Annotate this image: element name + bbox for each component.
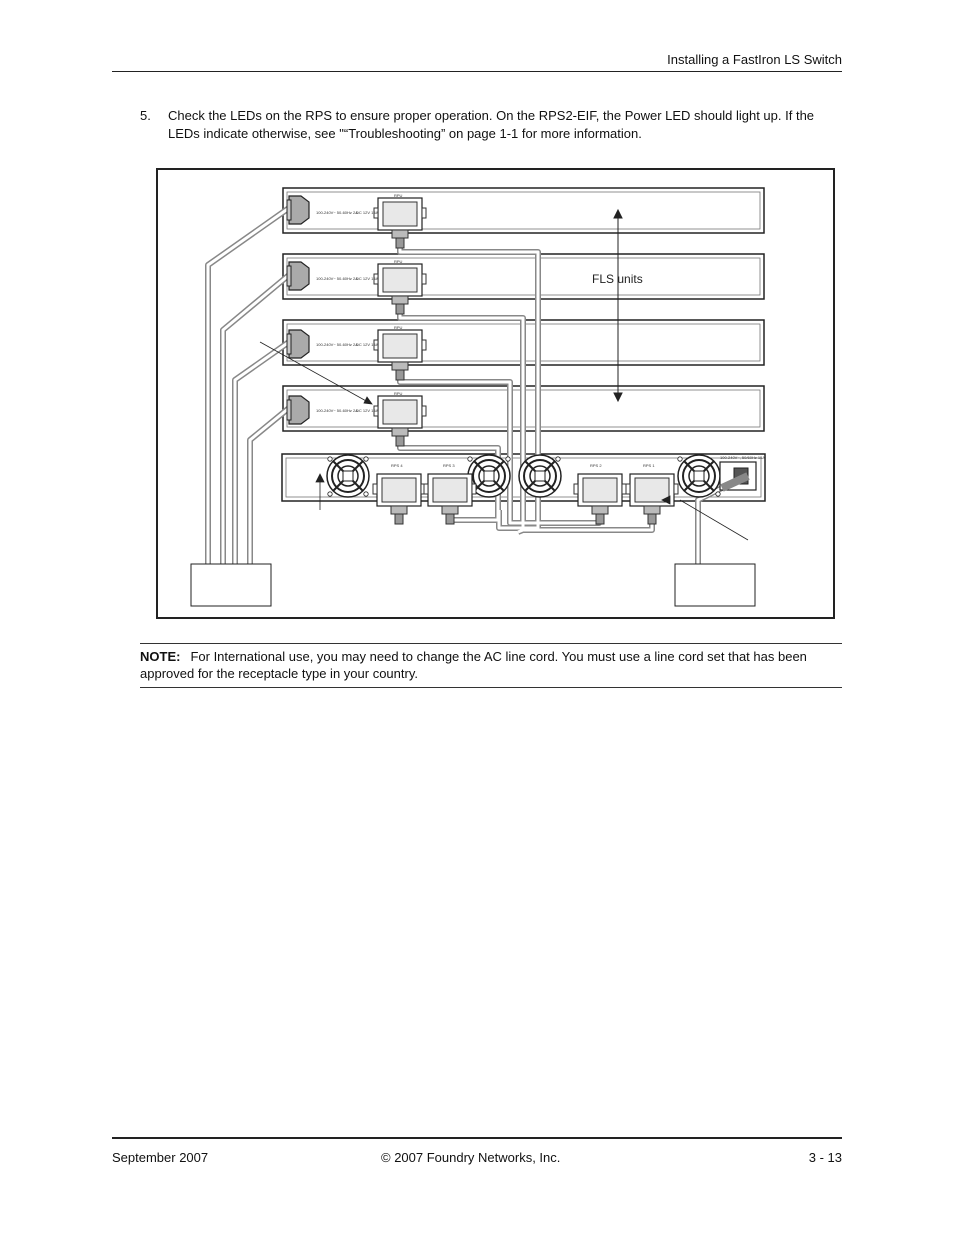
fls-units-arrow [613, 208, 623, 403]
ac-plug-1 [286, 195, 310, 225]
rps-fan-4 [677, 454, 721, 498]
rpu-connector-2 [373, 263, 427, 315]
rps-port-label-4: RPS 4 [391, 463, 403, 468]
rpu-connector-3 [373, 329, 427, 381]
running-header: Installing a FastIron LS Switch [667, 52, 842, 67]
callout-box-left [190, 563, 272, 607]
rps-port-2 [573, 473, 627, 525]
rps-power-rating: 100-240V~, 50/60Hz 15A [720, 455, 765, 460]
dc-rating-1: DC 12V 15A [356, 210, 379, 215]
ac-rating-3: 100-240V~ 50-60Hz 2A [316, 342, 358, 347]
note-top-rule [140, 643, 842, 644]
rpu-label-3: RPU [394, 325, 403, 330]
rps-connection-diagram: RPU RPU RPU RPU 100-240V~ 50-60Hz 2A 100… [190, 187, 766, 607]
ac-rating-1: 100-240V~ 50-60Hz 2A [316, 210, 358, 215]
rps-fan-3 [518, 454, 562, 498]
footer-page-number: 3 - 13 [808, 1150, 842, 1165]
callout-line-rpu [259, 341, 369, 403]
note-label: NOTE: [140, 649, 181, 664]
rps-port-label-1: RPS 1 [643, 463, 655, 468]
fls-units-label: FLS units [592, 272, 643, 286]
rpu-label-1: RPU [394, 193, 403, 198]
ac-rating-4: 100-240V~ 50-60Hz 2A [316, 408, 358, 413]
rpu-label-2: RPU [394, 259, 403, 264]
footer-copyright: © 2007 Foundry Networks, Inc. [381, 1150, 561, 1165]
dc-rating-4: DC 12V 15A [356, 408, 379, 413]
ac-rating-2: 100-240V~ 50-60Hz 2A [316, 276, 358, 281]
rps-connection-figure: RPU RPU RPU RPU 100-240V~ 50-60Hz 2A 100… [156, 168, 835, 619]
footer-date: September 2007 [112, 1150, 209, 1165]
footer-rule [112, 1137, 842, 1139]
header-rule [112, 71, 842, 72]
rpu-connector-1 [373, 197, 427, 249]
note-block: NOTE:For International use, you may need… [140, 648, 840, 682]
rpu-label-4: RPU [394, 391, 403, 396]
rps-port-3 [423, 473, 477, 525]
dc-rating-2: DC 12V 15A [356, 276, 379, 281]
ac-plug-2 [286, 261, 310, 291]
rps-port-4 [372, 473, 426, 525]
dc-rating-3: DC 12V 15A [356, 342, 379, 347]
rps-port-label-3: RPS 3 [443, 463, 455, 468]
step-number: 5. [140, 108, 151, 123]
ac-plug-3 [286, 329, 310, 359]
rps-port-label-2: RPS 2 [590, 463, 602, 468]
callout-line-ac [679, 499, 749, 541]
fls-unit-1 [282, 187, 765, 234]
note-bottom-rule [140, 687, 842, 688]
rps-fan-1 [326, 454, 370, 498]
rpu-connector-4 [373, 395, 427, 447]
callout-box-right [674, 563, 756, 607]
ac-plug-4 [286, 395, 310, 425]
note-text: For International use, you may need to c… [140, 649, 807, 681]
step-text: Check the LEDs on the RPS to ensure prop… [168, 108, 815, 141]
